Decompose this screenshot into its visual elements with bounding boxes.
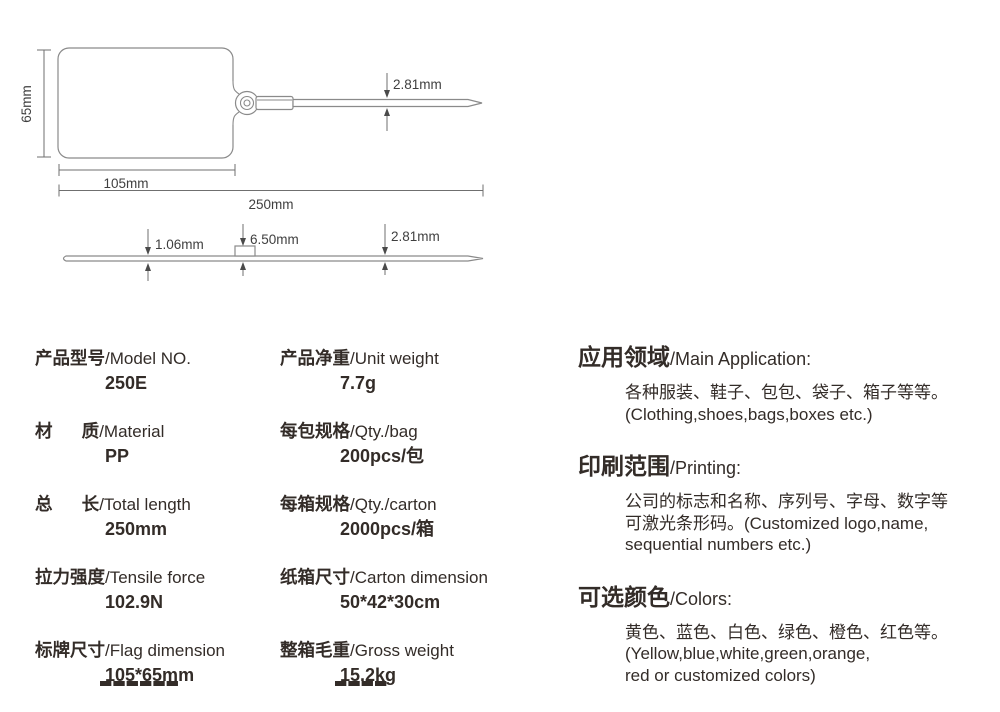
spec-label-en: /Model NO. (105, 349, 191, 368)
dim-6.50mm: 6.50mm (240, 224, 299, 276)
spec-value: 200pcs/包 (340, 446, 425, 466)
spec-label-zh: 材 质 (35, 421, 100, 441)
spec-label-en: /Gross weight (350, 641, 454, 660)
dim-2.81mm-top-label: 2.81mm (393, 77, 442, 92)
spec-label-zh: 产品型号 (35, 348, 105, 368)
dim-1.06mm: 1.06mm (145, 229, 204, 281)
info-heading-zh: 印刷范围 (578, 453, 670, 479)
dim-105mm-label: 105mm (103, 176, 148, 191)
info-heading-zh: 应用领域 (578, 344, 670, 370)
lock-head-outline (234, 90, 260, 116)
dim-250mm: 250mm (58, 184, 484, 212)
spec-label-en: /Unit weight (350, 349, 439, 368)
seal-side-view (62, 245, 484, 262)
info-body: 公司的标志和名称、序列号、字母、数字等 可激光条形码。(Customized l… (625, 492, 948, 554)
info-printing: 印刷范围/Printing: 公司的标志和名称、序列号、字母、数字等 可激光条形… (578, 451, 1000, 556)
spec-value: 15.2kg (340, 665, 397, 685)
spec-column-left: 产品型号/Model NO. 250E 材 质/Material PP 总 长/… (35, 346, 280, 711)
spec-label-en: /Flag dimension (105, 641, 226, 660)
spec-label-en: /Carton dimension (350, 568, 488, 587)
info-column-right: 应用领域/Main Application: 各种服装、鞋子、包包、袋子、箱子等… (578, 342, 1000, 712)
strap-tail (292, 98, 483, 108)
cutoff-text-left: ▀▀▀▀▀▀ (100, 681, 230, 686)
dim-2.81mm-side: 2.81mm (382, 224, 440, 275)
spec-label-en: /Tensile force (105, 568, 206, 587)
spec-tensile-force: 拉力强度/Tensile force 102.9N (35, 565, 280, 615)
dim-65mm-label: 65mm (19, 85, 34, 123)
spec-label-zh: 总 长 (35, 494, 100, 514)
seal-dimension-diagram: 65mm 2.81mm 105mm 250mm (19, 47, 484, 281)
spec-flag-dimension: 标牌尺寸/Flag dimension 105*65mm (35, 638, 280, 688)
spec-unit-weight: 产品净重/Unit weight 7.7g (280, 346, 565, 396)
spec-label-zh: 整箱毛重 (280, 640, 350, 660)
spec-value: 7.7g (340, 373, 377, 393)
spec-value: 250E (105, 373, 148, 393)
spec-label-zh: 拉力强度 (35, 567, 105, 587)
info-heading-zh: 可选颜色 (578, 583, 670, 610)
lock-head-side (234, 245, 256, 257)
spec-label-zh: 每包规格 (280, 421, 350, 441)
dim-6.50mm-label: 6.50mm (250, 232, 299, 247)
spec-value: 105*65mm (105, 665, 195, 685)
dim-2.81mm-side-label: 2.81mm (391, 229, 440, 244)
spec-model-no: 产品型号/Model NO. 250E (35, 346, 280, 396)
info-heading-en: /Main Application: (670, 349, 812, 369)
strap-wide-section (255, 95, 294, 111)
spec-total-length: 总 长/Total length 250mm (35, 492, 280, 542)
dim-65mm: 65mm (19, 49, 51, 158)
spec-value: 250mm (105, 519, 168, 539)
spec-value: 2000pcs/箱 (340, 519, 435, 539)
spec-column-middle: 产品净重/Unit weight 7.7g 每包规格/Qty./bag 200p… (280, 346, 565, 711)
spec-label-zh: 纸箱尺寸 (280, 567, 350, 587)
dim-105mm: 105mm (58, 164, 236, 191)
info-body: 各种服装、鞋子、包包、袋子、箱子等等。 (Clothing,shoes,bags… (625, 383, 948, 424)
spec-label-zh: 每箱规格 (280, 494, 350, 514)
spec-qty-bag: 每包规格/Qty./bag 200pcs/包 (280, 419, 565, 469)
spec-label-en: /Material (99, 422, 165, 441)
spec-carton-dimension: 纸箱尺寸/Carton dimension 50*42*30cm (280, 565, 565, 615)
spec-label-zh: 产品净重 (280, 348, 350, 368)
spec-qty-carton: 每箱规格/Qty./carton 2000pcs/箱 (280, 492, 565, 542)
info-heading-en: /Printing: (670, 458, 742, 478)
strap-side-profile (62, 255, 484, 262)
dim-1.06mm-label: 1.06mm (155, 237, 204, 252)
info-colors: 可选颜色/Colors: 黄色、蓝色、白色、绿色、橙色、红色等。 (Yellow… (578, 582, 1000, 687)
info-main-application: 应用领域/Main Application: 各种服装、鞋子、包包、袋子、箱子等… (578, 342, 1000, 425)
spec-gross-weight: 整箱毛重/Gross weight 15.2kg (280, 638, 565, 688)
spec-material: 材 质/Material PP (35, 419, 280, 469)
spec-value: 102.9N (105, 592, 164, 612)
spec-label-zh: 标牌尺寸 (35, 640, 105, 660)
spec-label-en: /Qty./carton (350, 495, 437, 514)
spec-label-en: /Qty./bag (350, 422, 418, 441)
seal-flag-top-view (57, 47, 483, 159)
spec-value: PP (105, 446, 130, 466)
info-body: 黄色、蓝色、白色、绿色、橙色、红色等。 (Yellow,blue,white,g… (625, 622, 948, 685)
spec-value: 50*42*30cm (340, 592, 441, 612)
cutoff-text-middle: ▀▀▀▀ (335, 681, 415, 686)
dim-250mm-label: 250mm (248, 197, 293, 212)
info-heading-en: /Colors: (670, 588, 733, 609)
dim-2.81mm-top: 2.81mm (384, 73, 442, 131)
spec-label-en: /Total length (99, 495, 191, 514)
